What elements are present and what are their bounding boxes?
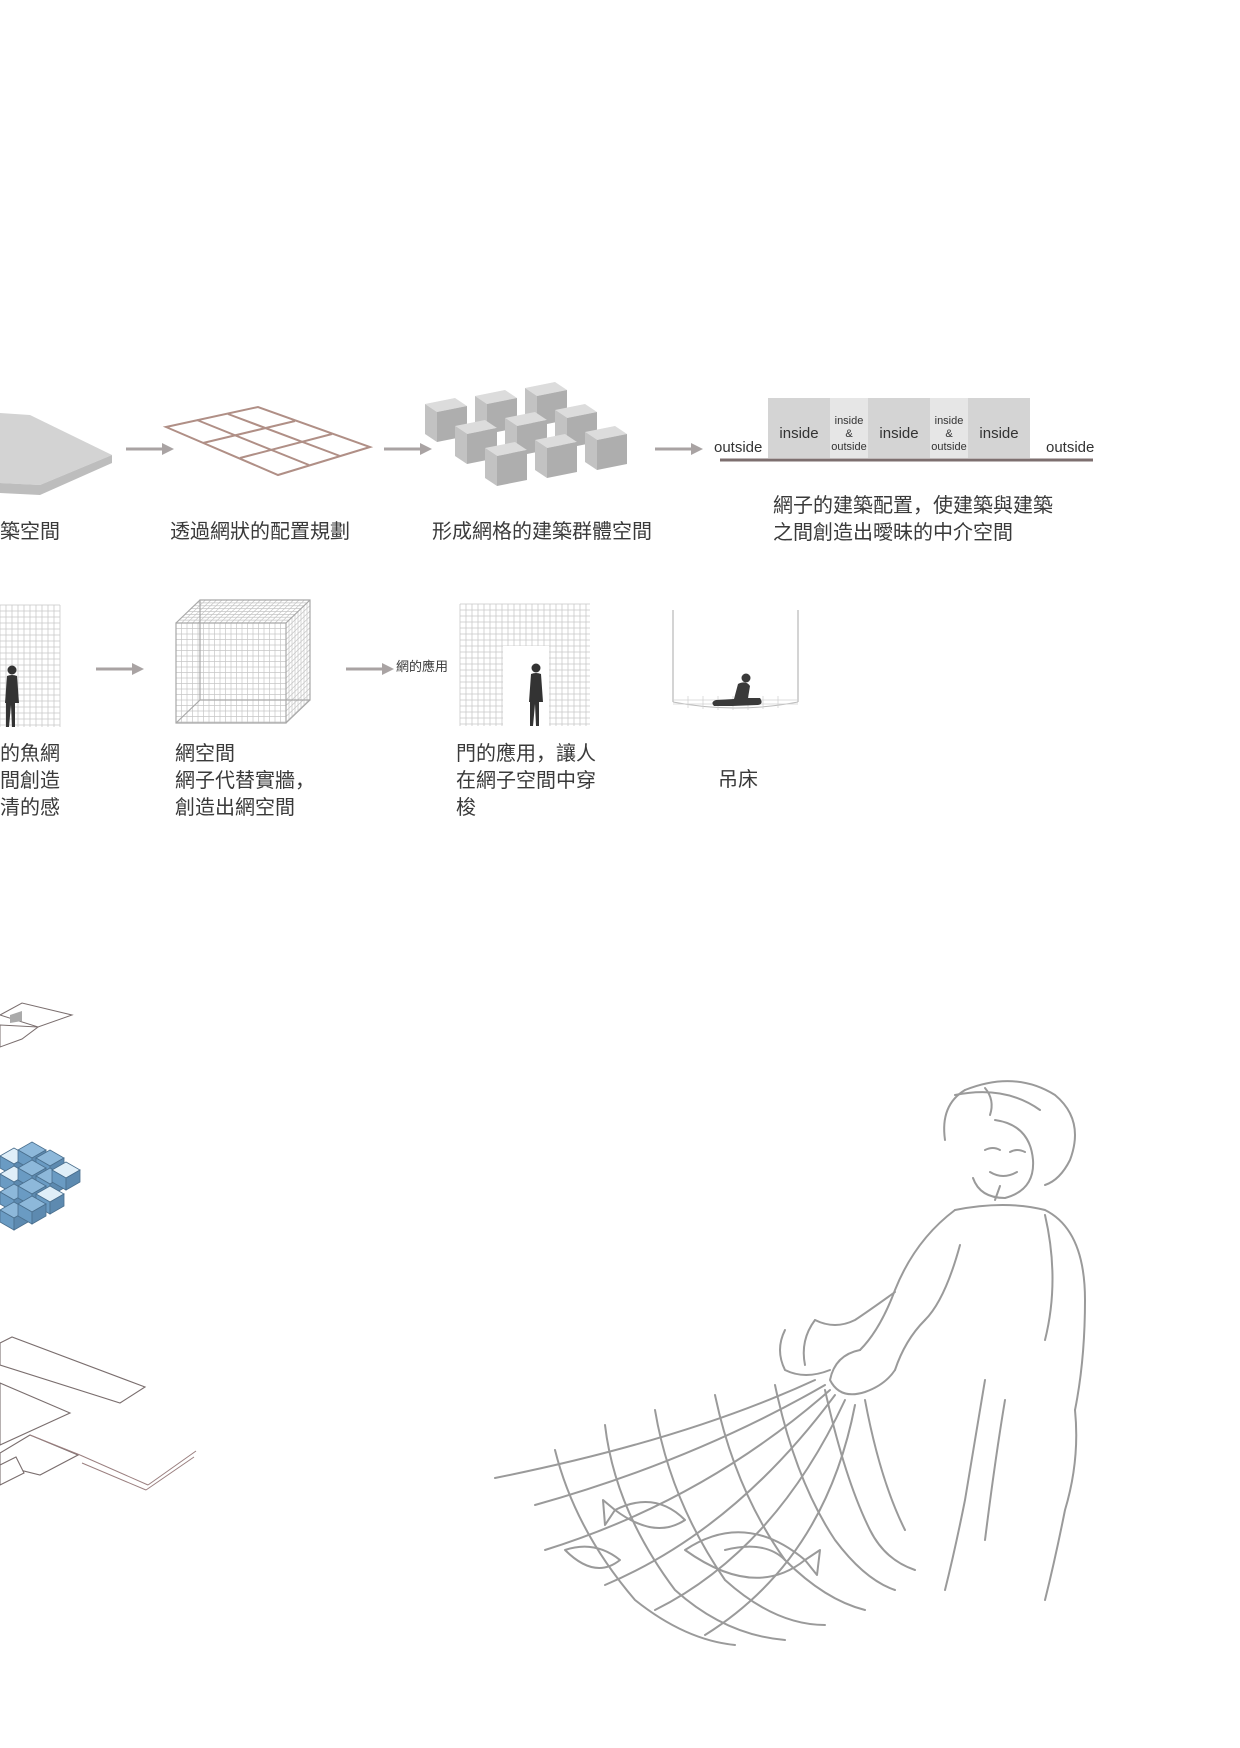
inside-label: inside bbox=[979, 425, 1018, 442]
mix-label-bottom: outside bbox=[931, 441, 966, 453]
person-silhouette-icon bbox=[529, 663, 543, 726]
floorplan-axonometric-illustration bbox=[0, 1141, 81, 1231]
hammock-illustration bbox=[672, 610, 799, 710]
mix-label-top: inside bbox=[935, 415, 964, 427]
arrow-label: 網的應用 bbox=[396, 660, 449, 675]
mix-label-amp: & bbox=[845, 428, 853, 440]
outside-label: outside bbox=[1046, 439, 1094, 456]
inside-label: inside bbox=[779, 425, 818, 442]
block-cluster-illustration bbox=[425, 382, 627, 486]
step2b-caption: 網空間 網子代替實牆， 創造出網空間 bbox=[175, 741, 315, 819]
arrow-right-icon bbox=[384, 443, 432, 455]
arrow-right-icon bbox=[126, 443, 174, 455]
step2-caption: 透過網狀的配置規劃 bbox=[170, 519, 350, 543]
roof-axonometric-illustration bbox=[0, 1002, 74, 1048]
arrow-right-icon bbox=[655, 443, 703, 455]
outside-label: outside bbox=[714, 439, 762, 456]
mix-label-amp: & bbox=[945, 428, 953, 440]
net-wall-illustration bbox=[0, 604, 61, 727]
step4-caption: 網子的建築配置，使建築與建築 之間創造出曖昧的中介空間 bbox=[773, 493, 1053, 544]
person-silhouette-icon bbox=[5, 665, 19, 727]
mix-label-bottom: outside bbox=[831, 441, 866, 453]
fisherman-illustration bbox=[494, 1080, 1086, 1646]
step1b-caption: 的魚網 間創造 清的感 bbox=[0, 741, 60, 819]
ground-layers-axonometric-illustration bbox=[0, 1336, 197, 1491]
net-cube-illustration bbox=[175, 599, 311, 724]
net-door-illustration bbox=[459, 603, 590, 730]
mix-label-top: inside bbox=[835, 415, 864, 427]
block-shape bbox=[425, 398, 467, 442]
grid-plan-illustration bbox=[162, 405, 374, 477]
reclining-person-icon bbox=[712, 673, 762, 706]
step3b-caption: 門的應用，讓人 在網子空間中穿 梭 bbox=[456, 741, 596, 819]
slab-illustration bbox=[0, 413, 112, 495]
step4b-caption: 吊床 bbox=[718, 767, 758, 791]
inside-label: inside bbox=[879, 425, 918, 442]
room-block bbox=[17, 1195, 47, 1225]
block-shape bbox=[485, 442, 527, 486]
room-block bbox=[51, 1161, 81, 1191]
block-shape bbox=[585, 426, 627, 470]
section-diagram: outside inside inside & outside inside i… bbox=[714, 398, 1094, 462]
step3-caption: 形成網格的建築群體空間 bbox=[432, 519, 652, 543]
step1-caption: 築空間 bbox=[0, 519, 60, 543]
arrow-right-icon bbox=[346, 663, 394, 675]
arrow-right-icon bbox=[96, 663, 144, 675]
block-shape bbox=[535, 434, 577, 478]
